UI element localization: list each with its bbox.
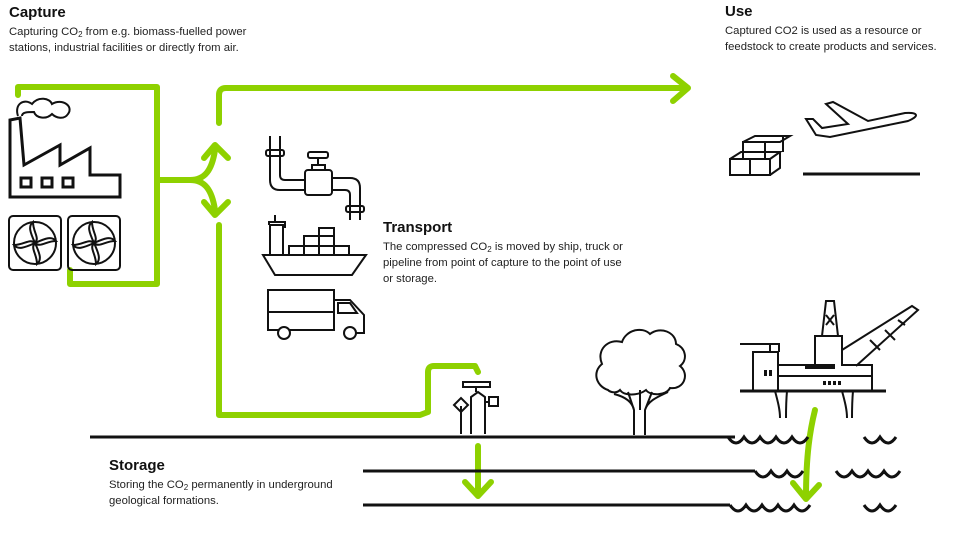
transport-desc-text-rest: is moved by ship, truck or pipeline from… [383,241,623,285]
capture-description: Capturing CO2 from e.g. biomass-fuelled … [9,24,269,56]
tree-icon [595,328,686,435]
capture-desc-text: Capturing CO [9,26,79,38]
flow-arrow-to-use [216,73,691,126]
cargo-boxes-icon [729,135,794,176]
pipeline-valve-icon [265,136,365,220]
use-section: Use Captured CO2 is used as a resource o… [725,3,960,55]
truck-icon [267,289,365,340]
co2-subscript: 2 [183,483,189,492]
storage-heading: Storage [109,457,165,474]
transport-section: Transport The compressed CO2 is moved by… [383,219,623,287]
co2-subscript: 2 [487,245,492,254]
direct-air-capture-fan-icon [67,215,121,271]
direct-air-capture-fan-icon [8,215,62,271]
storage-desc-text: Storing the CO [109,479,184,491]
use-heading: Use [725,3,753,20]
factory-icon [8,97,122,199]
capture-heading: Capture [9,4,66,21]
storage-section: Storage Storing the CO2 permanently in u… [109,457,359,509]
transport-description: The compressed CO2 is moved by ship, tru… [383,239,623,287]
capture-section: Capture Capturing CO2 from e.g. biomass-… [9,4,269,56]
storage-description: Storing the CO2 permanently in undergrou… [109,477,359,509]
sea-waves-icon [726,434,902,513]
airplane-icon [804,100,917,139]
offshore-platform-icon [740,300,920,419]
use-description: Captured CO2 is used as a resource or fe… [725,25,937,53]
storage-desc-text-rest: permanently in underground geological fo… [109,479,333,507]
capture-collector-line [15,84,160,287]
junction-split-arrows [187,142,231,218]
flow-line-to-storage [216,222,481,418]
cargo-ship-icon [261,215,368,276]
capture-desc-text-rest: from e.g. biomass-fuelled power stations… [9,26,247,54]
wellhead-icon [452,381,499,434]
transport-heading: Transport [383,219,453,236]
transport-desc-text: The compressed CO [383,241,488,253]
offshore-injection-arrow [790,407,822,502]
co2-subscript: 2 [78,30,83,39]
